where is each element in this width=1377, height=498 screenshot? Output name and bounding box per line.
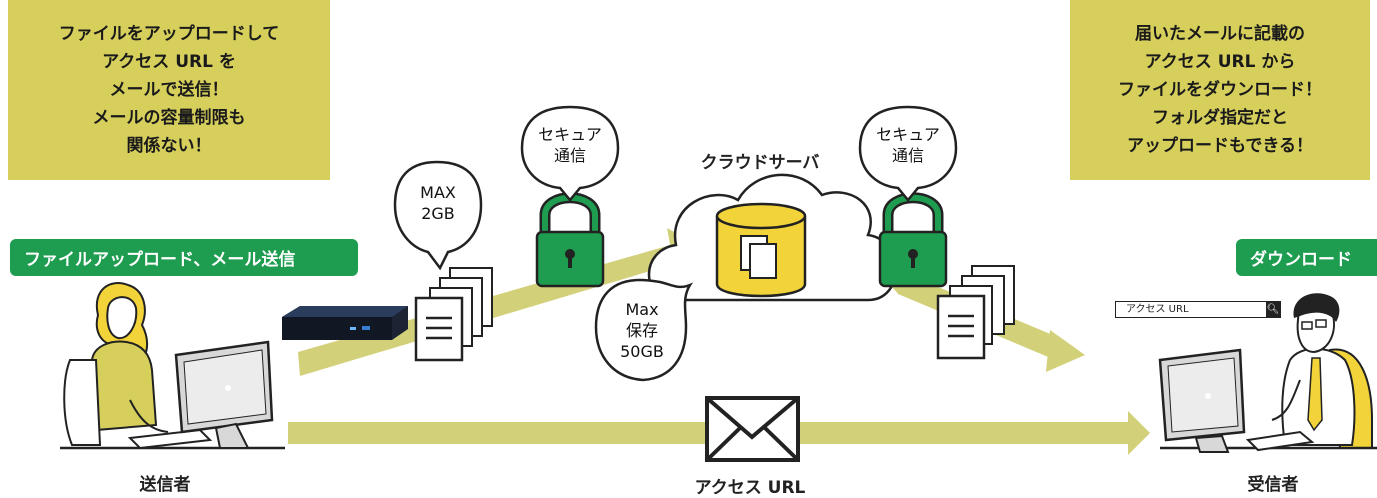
upload-info-line: ファイルをアップロードして: [58, 24, 280, 44]
sender-person-illustration: [60, 282, 285, 450]
secure-bubble-line: 通信: [554, 146, 586, 165]
upload-info-line: メールで送信！: [109, 80, 229, 100]
secure-bubble-right: セキュア 通信: [858, 105, 958, 202]
max-size-line: 2GB: [421, 204, 455, 223]
cloud-server-icon: [647, 173, 897, 302]
mini-pc-icon: [282, 306, 408, 340]
max-storage-line: 保存: [626, 321, 658, 340]
document-stack-icon: [414, 267, 493, 362]
access-url-search-bar[interactable]: アクセス URL 🔍︎: [1115, 301, 1281, 318]
max-storage-bubble: Max 保存 50GB: [594, 278, 694, 382]
download-info-line: アクセス URL から: [1144, 52, 1296, 72]
secure-bubble-line: セキュア: [538, 125, 602, 144]
upload-email-pill: ファイルアップロード、メール送信: [10, 239, 358, 276]
lock-icon: [878, 192, 948, 288]
secure-bubble-left: セキュア 通信: [520, 105, 620, 202]
secure-bubble-line: 通信: [892, 146, 924, 165]
upload-info-line: アクセス URL を: [102, 52, 236, 72]
max-size-line: MAX: [420, 183, 456, 202]
receiver-person-illustration: [1158, 293, 1377, 453]
download-pill: ダウンロード: [1236, 239, 1377, 276]
search-icon[interactable]: 🔍︎: [1266, 302, 1280, 317]
upload-info-line: 関係ない！: [126, 136, 212, 156]
download-info-line: 届いたメールに記載の: [1135, 24, 1305, 44]
secure-bubble-line: セキュア: [876, 125, 940, 144]
download-info-line: フォルダ指定だと: [1152, 108, 1288, 128]
download-info-note: 届いたメールに記載の アクセス URL から ファイルをダウンロード！ フォルダ…: [1070, 0, 1370, 180]
max-storage-line: 50GB: [620, 342, 664, 361]
upload-info-line: メールの容量制限も: [92, 108, 246, 128]
document-stack-icon: [936, 265, 1015, 360]
upload-info-note: ファイルをアップロードして アクセス URL を メールで送信！ メールの容量制…: [8, 0, 330, 180]
cloud-server-label: クラウドサーバ: [700, 153, 820, 173]
sender-label: 送信者: [139, 475, 191, 495]
upload-email-pill-label: ファイルアップロード、メール送信: [24, 250, 296, 270]
receiver-label: 受信者: [1247, 475, 1299, 495]
max-size-bubble: MAX 2GB: [393, 160, 483, 271]
envelope-icon: [705, 396, 800, 462]
access-url-search-text: アクセス URL: [1126, 304, 1189, 315]
download-info-line: アップロードもできる！: [1127, 136, 1313, 156]
lock-icon: [535, 192, 605, 288]
download-info-line: ファイルをダウンロード！: [1118, 80, 1322, 100]
max-storage-line: Max: [625, 300, 658, 319]
download-pill-label: ダウンロード: [1250, 250, 1352, 270]
mail-access-url-label: アクセス URL: [694, 478, 806, 498]
